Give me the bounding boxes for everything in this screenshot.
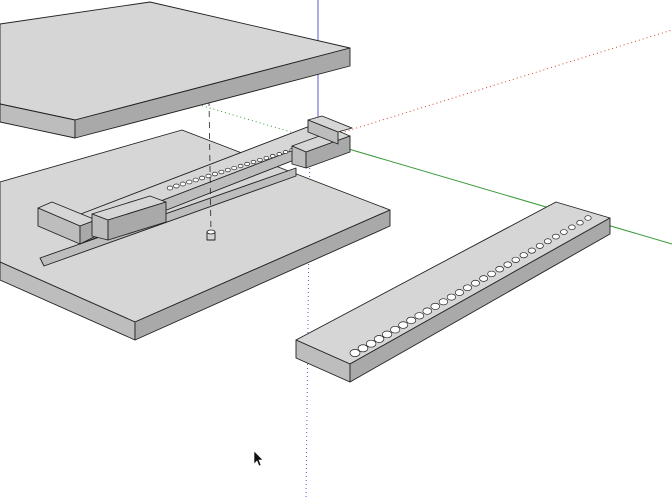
hole (576, 219, 584, 226)
hole (463, 284, 472, 292)
rail-holes (166, 148, 295, 191)
hole (487, 270, 496, 278)
hole (584, 215, 592, 221)
hole (543, 238, 552, 245)
top-plate[interactable] (0, 1, 351, 139)
pin[interactable] (206, 229, 216, 241)
hole (218, 169, 225, 175)
hole (390, 325, 401, 334)
hole (414, 312, 425, 320)
hole (244, 161, 250, 167)
hole (276, 152, 282, 156)
hole (406, 316, 417, 325)
hole (211, 171, 218, 177)
right-end-block-front (307, 119, 339, 145)
strip-holes (349, 215, 592, 357)
hole (430, 302, 441, 310)
hole (446, 293, 457, 301)
hole (250, 159, 257, 165)
hole (365, 339, 377, 348)
hole (192, 177, 199, 183)
hole (179, 181, 186, 187)
pin-cap (206, 229, 216, 235)
top-plate-side (74, 47, 351, 139)
hole (231, 165, 238, 171)
hole (535, 242, 544, 249)
hole (471, 279, 480, 287)
base-plate[interactable] (0, 129, 391, 341)
hole (349, 349, 361, 357)
hole (519, 252, 528, 259)
hole (479, 275, 488, 282)
hole (568, 224, 576, 231)
hole (398, 321, 409, 329)
perforated-strip[interactable] (295, 201, 611, 383)
green-axis-solid (317, 139, 672, 245)
hole (438, 298, 449, 306)
rail-assembly[interactable] (37, 115, 353, 267)
hole (495, 266, 504, 273)
hole (503, 261, 512, 268)
hole (224, 167, 231, 173)
hole (357, 344, 369, 353)
strip-side (349, 217, 611, 383)
hole (166, 185, 174, 191)
hole (283, 150, 289, 154)
hole (527, 247, 536, 254)
hole (382, 330, 393, 339)
hole (560, 229, 568, 235)
hole (373, 335, 385, 343)
hole (173, 183, 180, 189)
rail-groove (39, 167, 297, 267)
hole (257, 157, 263, 163)
hole (270, 154, 276, 159)
hole (422, 307, 433, 315)
guide-dashed-line (208, 99, 212, 235)
hole (199, 175, 206, 181)
hole (511, 256, 520, 263)
hole (186, 179, 193, 185)
base-plate-side (134, 209, 391, 341)
hole (454, 289, 464, 296)
red-axis-dotted (317, 29, 672, 141)
hole (237, 163, 244, 169)
hole (205, 173, 212, 179)
left-clamp-side (107, 201, 167, 241)
hole (552, 233, 560, 240)
hole (263, 155, 269, 161)
